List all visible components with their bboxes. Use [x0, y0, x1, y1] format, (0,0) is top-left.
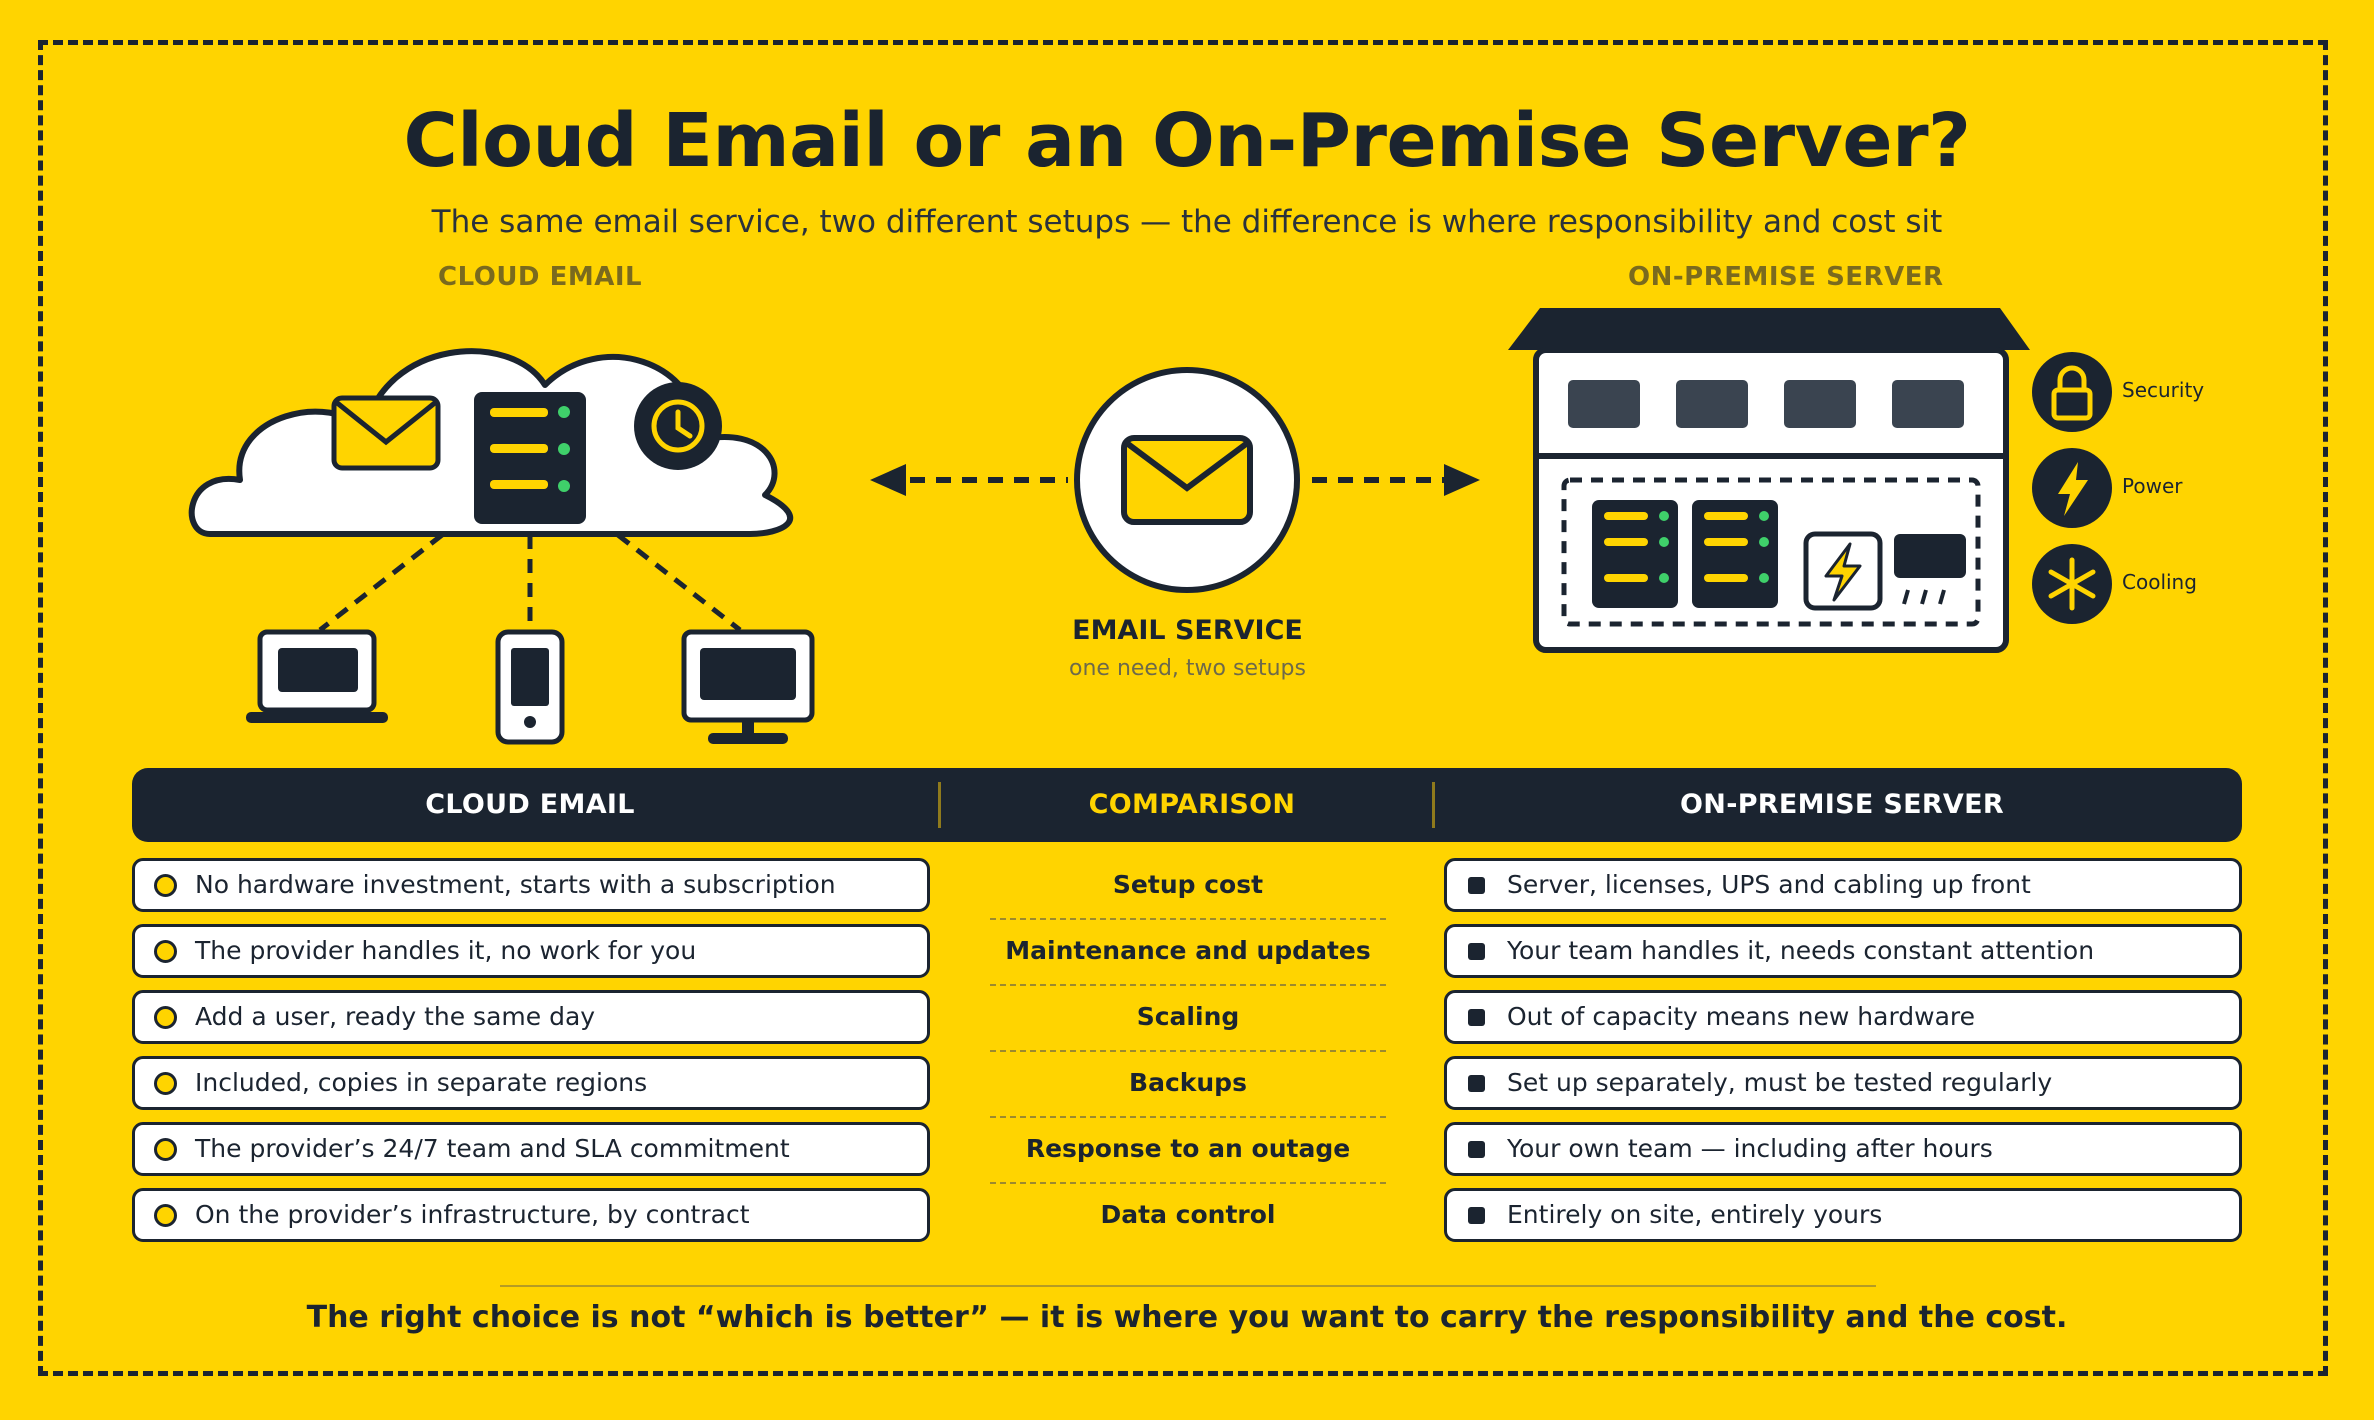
- onprem-row-outage: Your own team — including after hours: [1444, 1122, 2242, 1176]
- criterion-backups: Backups: [1129, 1068, 1247, 1097]
- footer-note: The right choice is not “which is better…: [306, 1300, 2068, 1335]
- comparison-header-bar: CLOUD EMAIL COMPARISON ON-PREMISE SERVER: [132, 768, 2242, 842]
- cloud-connector-lines: [318, 533, 742, 632]
- cloud-server-icon: [474, 392, 586, 524]
- email-service-subtitle: one need, two setups: [1069, 656, 1306, 681]
- email-service-diagram: [870, 367, 1480, 593]
- power-label: Power: [2122, 474, 2183, 498]
- onprem-bullet: [1468, 877, 1485, 894]
- cloud-bullet: [154, 1204, 177, 1227]
- cloud-row-setup-cost: No hardware investment, starts with a su…: [132, 858, 930, 912]
- cloud-diagram: [188, 348, 815, 745]
- header-divider: [1432, 782, 1435, 828]
- cloud-section-label: CLOUD EMAIL: [438, 262, 643, 292]
- dashed-frame: [38, 40, 2328, 1376]
- cloud-row-backups: Included, copies in separate regions: [132, 1056, 930, 1110]
- row-divider: [990, 984, 1386, 986]
- cloud-row-scaling: Add a user, ready the same day: [132, 990, 930, 1044]
- criterion-data-control: Data control: [1100, 1200, 1276, 1229]
- phone-icon: [495, 629, 565, 745]
- onprem-bullet: [1468, 1009, 1485, 1026]
- cloud-bullet: [154, 1072, 177, 1095]
- onprem-diagram: [1508, 308, 2030, 653]
- security-label: Security: [2122, 378, 2205, 402]
- cloud-row-data-control: On the provider’s infrastructure, by con…: [132, 1188, 930, 1242]
- bolt-icon: [2032, 448, 2112, 528]
- laptop-icon: [246, 629, 388, 723]
- cloud-row-maintenance: The provider handles it, no work for you: [132, 924, 930, 978]
- header-divider: [938, 782, 941, 828]
- criterion-maintenance: Maintenance and updates: [1005, 936, 1371, 965]
- ups-power-icon: [1803, 531, 1883, 611]
- cloud-mail-icon: [331, 395, 441, 471]
- criterion-setup-cost: Setup cost: [1112, 870, 1264, 899]
- header-comparison: COMPARISON: [1088, 789, 1296, 820]
- right-arrow: [1312, 464, 1480, 496]
- cloud-row-outage: The provider’s 24/7 team and SLA commitm…: [132, 1122, 930, 1176]
- clock-icon: [634, 382, 722, 470]
- footer-divider: [500, 1285, 1876, 1287]
- side-icons: [2032, 352, 2112, 624]
- row-divider: [990, 918, 1386, 920]
- left-arrow: [870, 464, 1068, 496]
- onprem-server-rack-icon: [1592, 500, 1778, 608]
- row-divider: [990, 1050, 1386, 1052]
- ac-unit-icon: [1894, 534, 1966, 605]
- onprem-row-backups: Set up separately, must be tested regula…: [1444, 1056, 2242, 1110]
- row-divider: [990, 1116, 1386, 1118]
- email-service-mail-icon: [1121, 435, 1253, 525]
- monitor-icon: [681, 629, 815, 744]
- cloud-bullet: [154, 940, 177, 963]
- onprem-row-setup-cost: Server, licenses, UPS and cabling up fro…: [1444, 858, 2242, 912]
- criterion-outage: Response to an outage: [1025, 1134, 1351, 1163]
- onprem-bullet: [1468, 1075, 1485, 1092]
- page-subtitle: The same email service, two different se…: [431, 204, 1943, 240]
- row-divider: [990, 1182, 1386, 1184]
- onprem-bullet: [1468, 943, 1485, 960]
- building-windows: [1568, 380, 1964, 428]
- cloud-bullet: [154, 1006, 177, 1029]
- onprem-bullet: [1468, 1207, 1485, 1224]
- cloud-bullet: [154, 874, 177, 897]
- onprem-row-maintenance: Your team handles it, needs constant att…: [1444, 924, 2242, 978]
- onprem-bullet: [1468, 1141, 1485, 1158]
- page-title: Cloud Email or an On-Premise Server?: [403, 98, 1971, 184]
- header-cloud-email: CLOUD EMAIL: [425, 789, 635, 820]
- criterion-scaling: Scaling: [1136, 1002, 1240, 1031]
- cloud-bullet: [154, 1138, 177, 1161]
- building-roof: [1508, 308, 2030, 350]
- snowflake-icon: [2032, 544, 2112, 624]
- onprem-row-data-control: Entirely on site, entirely yours: [1444, 1188, 2242, 1242]
- onprem-section-label: ON-PREMISE SERVER: [1628, 262, 1944, 292]
- email-service-title: EMAIL SERVICE: [1072, 615, 1303, 646]
- header-onprem-server: ON-PREMISE SERVER: [1680, 789, 2004, 820]
- onprem-row-scaling: Out of capacity means new hardware: [1444, 990, 2242, 1044]
- cooling-label: Cooling: [2122, 570, 2197, 594]
- lock-icon: [2032, 352, 2112, 432]
